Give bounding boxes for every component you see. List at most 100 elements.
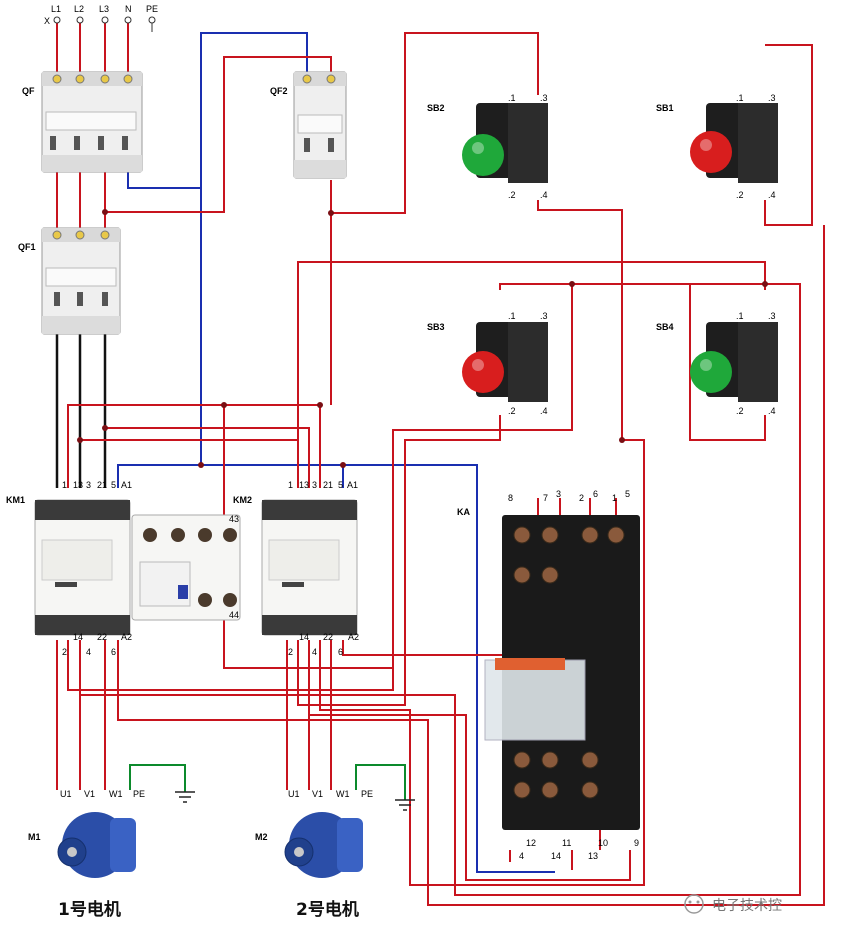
m1-u1: U1 bbox=[60, 789, 72, 799]
junction-dots bbox=[77, 209, 768, 468]
label-qf2: QF2 bbox=[270, 86, 288, 96]
ka-bottom-11: 11 bbox=[562, 838, 571, 848]
pushbutton-sb1[interactable]: SB1 .1 .3 .2 .4 bbox=[656, 93, 778, 200]
km1-bottom-a2: A2 bbox=[121, 632, 132, 642]
label-sb4: SB4 bbox=[656, 322, 674, 332]
km2-top-21: 21 bbox=[323, 480, 333, 490]
motor-m1: M1 U1 V1 W1 PE 1号电机 bbox=[28, 789, 145, 920]
ka-bottom-12: 12 bbox=[526, 838, 536, 848]
km1-bottom-6: 6 bbox=[111, 647, 116, 657]
relay-body bbox=[484, 659, 586, 741]
wire-km1-km2-tap3 bbox=[105, 427, 310, 488]
wire-ka-top-pins bbox=[537, 498, 617, 515]
pushbutton-sb3[interactable]: SB3 .1 .3 .2 .4 bbox=[427, 311, 548, 416]
label-sb1: SB1 bbox=[656, 103, 674, 113]
wire-km1-2 bbox=[67, 640, 394, 691]
km2-bottom-4: 4 bbox=[312, 647, 317, 657]
label-ka: KA bbox=[457, 507, 470, 517]
wire-km1-14 bbox=[79, 640, 801, 896]
km1-top-13: 13 bbox=[73, 480, 83, 490]
wire-qf1-km1 bbox=[55, 332, 107, 488]
label-km1: KM1 bbox=[6, 495, 25, 505]
label-sb3: SB3 bbox=[427, 322, 445, 332]
label-sb2: SB2 bbox=[427, 103, 445, 113]
wire-qf2-sb2 bbox=[330, 32, 539, 214]
sb2-cap[interactable] bbox=[462, 134, 504, 176]
label-km2: KM2 bbox=[233, 495, 252, 505]
m1-v1: V1 bbox=[84, 789, 95, 799]
wire-sb3-return bbox=[392, 284, 573, 668]
km2-top-13: 13 bbox=[299, 480, 309, 490]
km2-bottom-a2: A2 bbox=[348, 632, 359, 642]
sb3-cap[interactable] bbox=[462, 351, 504, 393]
wire-km1-km2-tap1 bbox=[67, 404, 321, 488]
ka-top-8: 8 bbox=[508, 493, 513, 503]
sb4-terminal-4: .4 bbox=[768, 406, 776, 416]
wire-aux-loop bbox=[223, 405, 393, 669]
km2-bottom-2: 2 bbox=[288, 647, 293, 657]
ka-bottom-13: 13 bbox=[588, 851, 598, 861]
km2-top-a1: A1 bbox=[347, 480, 358, 490]
ka-bottom-10: 10 bbox=[598, 838, 608, 848]
pushbutton-sb2[interactable]: SB2 .1 .3 .2 .4 bbox=[427, 93, 548, 200]
sb1-terminal-3: .3 bbox=[768, 93, 776, 103]
breaker-qf2: QF2 bbox=[270, 71, 347, 179]
sb4-terminal-1: .1 bbox=[736, 311, 744, 321]
wire-neutral-ka-14 bbox=[343, 464, 555, 873]
km1-top-3: 3 bbox=[86, 480, 91, 490]
wires bbox=[55, 22, 825, 906]
sb1-terminal-2: .2 bbox=[736, 190, 744, 200]
pushbutton-sb4[interactable]: SB4 .1 .3 .2 .4 bbox=[656, 311, 778, 416]
m2-pe: PE bbox=[361, 789, 373, 799]
km1-bottom-14: 14 bbox=[73, 632, 83, 642]
caption-motor-1: 1号电机 bbox=[58, 899, 121, 920]
ground-symbol-1 bbox=[175, 791, 195, 803]
wire-km1-a2-return bbox=[117, 225, 825, 906]
label-qf1: QF1 bbox=[18, 242, 36, 252]
motor-m2: M2 U1 V1 W1 PE 2号电机 bbox=[255, 789, 373, 920]
wire-sb1-loop bbox=[764, 44, 813, 226]
wire-sb2-ka bbox=[537, 200, 623, 440]
m1-w1: W1 bbox=[109, 789, 123, 799]
breaker-qf1: QF1 bbox=[18, 227, 121, 335]
wire-sb4-feed bbox=[297, 261, 766, 488]
sb4-terminal-3: .3 bbox=[768, 311, 776, 321]
km1-bottom-22: 22 bbox=[97, 632, 107, 642]
label-l1: L1 bbox=[51, 4, 61, 14]
sb4-cap[interactable] bbox=[690, 351, 732, 393]
wire-qf-qf1 bbox=[56, 170, 106, 228]
label-x: X bbox=[44, 16, 50, 26]
supply-terminals: L1 L2 L3 N PE X bbox=[44, 4, 158, 32]
label-l2: L2 bbox=[74, 4, 84, 14]
aux-terminal-43: 43 bbox=[229, 514, 239, 524]
km2-top-1: 1 bbox=[288, 480, 293, 490]
km1-bottom-2: 2 bbox=[62, 647, 67, 657]
sb2-terminal-2: .2 bbox=[508, 190, 516, 200]
ka-top-2: 2 bbox=[579, 493, 584, 503]
sb3-terminal-3: .3 bbox=[540, 311, 548, 321]
ground-symbol-2 bbox=[395, 799, 415, 811]
km2-top-3: 3 bbox=[312, 480, 317, 490]
watermark: 电子技术控 bbox=[684, 894, 782, 914]
wire-km2-motor2 bbox=[286, 640, 332, 790]
sb1-cap[interactable] bbox=[690, 131, 732, 173]
ka-top-6: 6 bbox=[593, 489, 598, 499]
km2-bottom-6: 6 bbox=[338, 647, 343, 657]
watermark-text: 电子技术控 bbox=[712, 898, 782, 914]
caption-motor-2: 2号电机 bbox=[296, 899, 359, 920]
label-pe: PE bbox=[146, 4, 158, 14]
m2-v1: V1 bbox=[312, 789, 323, 799]
sb3-terminal-4: .4 bbox=[540, 406, 548, 416]
km2-bottom-22: 22 bbox=[323, 632, 333, 642]
km1-top-21: 21 bbox=[97, 480, 107, 490]
sb2-terminal-1: .1 bbox=[508, 93, 516, 103]
label-qf: QF bbox=[22, 86, 35, 96]
ka-top-1: 1 bbox=[612, 493, 617, 503]
wire-qf2-feed bbox=[105, 56, 332, 213]
km1-top-5: 5 bbox=[111, 480, 116, 490]
sb1-terminal-4: .4 bbox=[768, 190, 776, 200]
label-m2: M2 bbox=[255, 832, 268, 842]
contactor-km2: KM2 1 13 3 21 5 A1 2 14 4 22 6 A2 bbox=[233, 480, 359, 657]
m2-u1: U1 bbox=[288, 789, 300, 799]
aux-terminal-44: 44 bbox=[229, 610, 239, 620]
